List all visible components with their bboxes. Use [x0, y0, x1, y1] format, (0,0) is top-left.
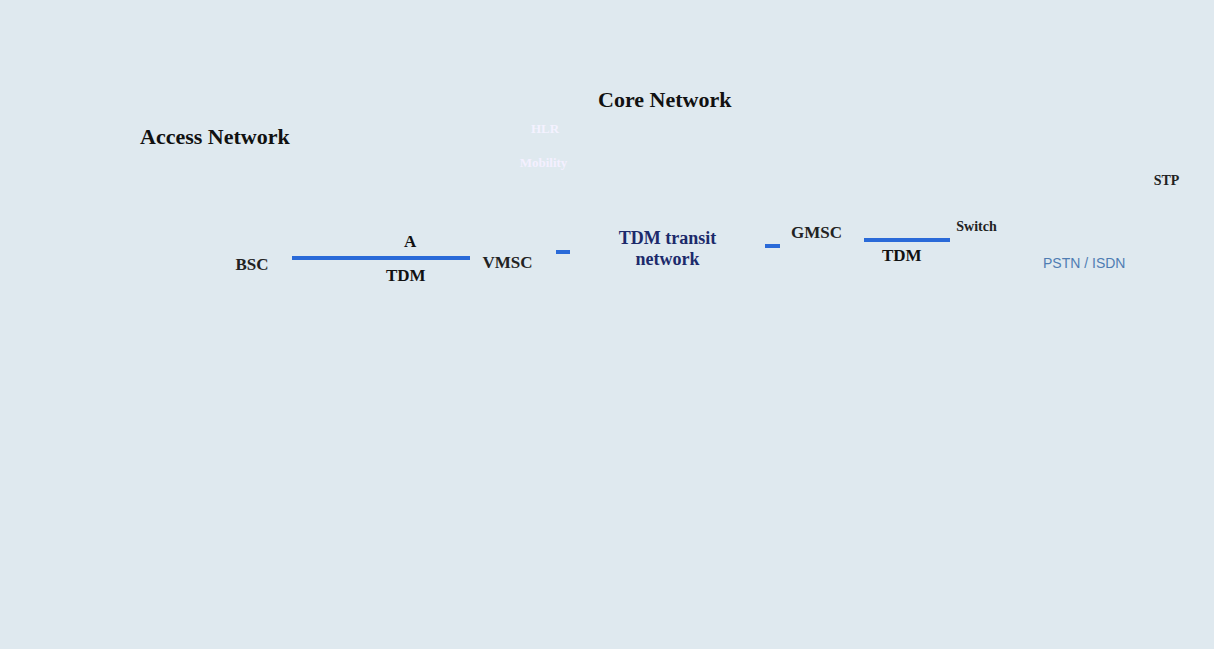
node-text: Switch	[956, 219, 996, 235]
access-network-cloud: BSC Access Network	[95, 118, 430, 348]
background-figure	[770, 90, 950, 430]
tdm-link	[556, 250, 570, 254]
link-label-text: A	[404, 232, 416, 252]
hlr-database: HLR	[524, 104, 566, 148]
node-text: BSC	[235, 255, 268, 275]
radio-lightning	[86, 84, 120, 140]
node-text: PSTN / ISDN	[1043, 255, 1125, 271]
node-text: GMSC	[791, 223, 842, 243]
core-network-cloud-outline	[420, 85, 1005, 365]
node-text: TDM transit network	[593, 228, 743, 269]
mobile-phone	[22, 112, 62, 210]
link-label: TDM	[882, 246, 922, 266]
transit-network-cloud: TDM transit network	[570, 205, 765, 293]
node-text: STP	[1154, 173, 1180, 189]
node-text: Core Network	[598, 87, 731, 112]
tdm-link	[864, 238, 950, 242]
link-label-text: TDM	[882, 246, 922, 266]
background-panel	[1008, 0, 1214, 649]
pstn-isdn-network-outline	[925, 185, 1205, 295]
switch-box: Switch	[950, 207, 1012, 265]
access-network-cloud-outline	[95, 118, 430, 348]
node-text: HLR	[531, 122, 559, 137]
link-label: A	[404, 232, 416, 252]
node-text: Access Network	[140, 124, 290, 149]
stp-box: STP	[1147, 165, 1193, 211]
signalling-oval	[1062, 216, 1154, 248]
gmsc-box: GMSC	[780, 198, 864, 256]
bsc-box: BSC	[220, 235, 292, 287]
vmsc-box: VMSC	[470, 228, 556, 286]
switch-stack	[962, 171, 1048, 253]
tdm-link	[292, 256, 470, 260]
node-text: VMSC	[482, 253, 532, 273]
switch-box-outline	[950, 207, 1012, 265]
interface-label: TDM	[386, 266, 426, 286]
core-network-cloud: HLRMobilityVMSCTDM transit networkGMSCCo…	[420, 85, 1005, 365]
background-floor	[0, 400, 1008, 649]
link-label: TDM	[386, 266, 426, 286]
mobility-disc: HLRMobility	[487, 128, 600, 174]
base-platform	[156, 240, 322, 306]
antenna-tower	[164, 164, 216, 300]
pstn-isdn-network: SwitchSTPPSTN / ISDN	[925, 185, 1205, 295]
node-text: Mobility	[520, 156, 568, 171]
tdm-link	[765, 244, 780, 248]
